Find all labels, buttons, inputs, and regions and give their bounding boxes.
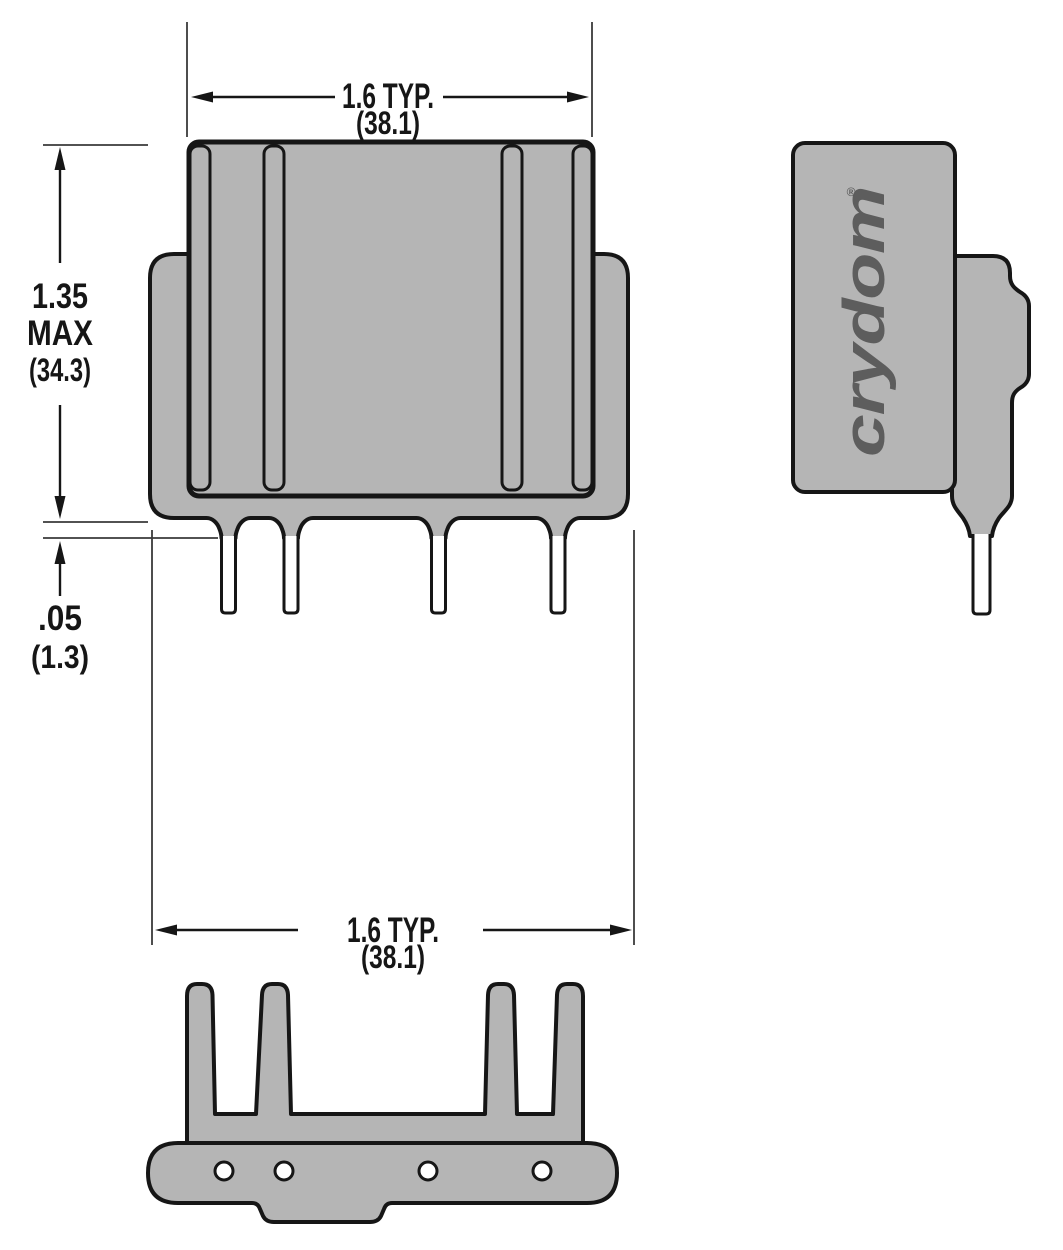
front-pin-4 <box>549 536 567 615</box>
front-pin-3 <box>430 536 447 615</box>
brand-logo: crydom <box>832 187 897 457</box>
side-body <box>791 141 957 494</box>
front-view: 1.6 TYP. (38.1) 1.35 MAX (34.3) .05 (1.3… <box>27 22 635 945</box>
side-view: crydom ® <box>791 141 1031 616</box>
front-standoff-dimension: .05 (1.3) <box>31 541 89 675</box>
arrowhead-down-icon <box>54 496 66 519</box>
arrowhead-up-icon <box>54 541 66 564</box>
arrowhead-right-icon <box>610 924 632 936</box>
arrowhead-left-icon <box>155 924 177 936</box>
front-rib-4 <box>571 144 594 492</box>
bottom-width-metric: (38.1) <box>361 939 425 975</box>
front-height-metric: (34.3) <box>29 352 91 388</box>
front-extension-lines <box>43 22 635 945</box>
bottom-width-dimension: 1.6 TYP. (38.1) <box>155 911 632 975</box>
bottom-hole-3 <box>417 1160 439 1182</box>
front-rib-1 <box>188 144 212 492</box>
front-width-dimension: 1.6 TYP. (38.1) <box>191 77 589 141</box>
front-body <box>186 139 596 499</box>
side-pin <box>971 534 992 616</box>
front-height-dimension: 1.35 MAX (34.3) <box>27 147 94 519</box>
bottom-mounting-bar <box>146 1141 619 1224</box>
arrowhead-right-icon <box>567 91 589 103</box>
front-width-metric: (38.1) <box>356 105 420 141</box>
front-height-qualifier: MAX <box>27 314 94 353</box>
arrowhead-left-icon <box>191 91 213 103</box>
front-width-value: 1.6 TYP. <box>342 77 434 116</box>
bottom-hole-2 <box>273 1160 295 1182</box>
arrowhead-up-icon <box>54 147 66 170</box>
bottom-width-value: 1.6 TYP. <box>347 911 439 950</box>
front-case <box>148 139 630 615</box>
front-standoff-value: .05 <box>38 599 82 638</box>
bottom-hole-4 <box>531 1160 553 1182</box>
bottom-view <box>146 982 619 1224</box>
front-rib-2 <box>262 144 286 492</box>
bottom-prongs <box>185 982 585 1148</box>
brand-trademark-icon: ® <box>847 185 856 199</box>
front-pin-1 <box>220 536 237 615</box>
front-standoff-metric: (1.3) <box>31 639 89 675</box>
front-height-value: 1.35 <box>32 277 88 316</box>
side-mounting-flange <box>950 254 1031 538</box>
front-pin-2 <box>282 536 300 615</box>
bottom-hole-1 <box>213 1160 235 1182</box>
front-rib-3 <box>500 144 524 492</box>
